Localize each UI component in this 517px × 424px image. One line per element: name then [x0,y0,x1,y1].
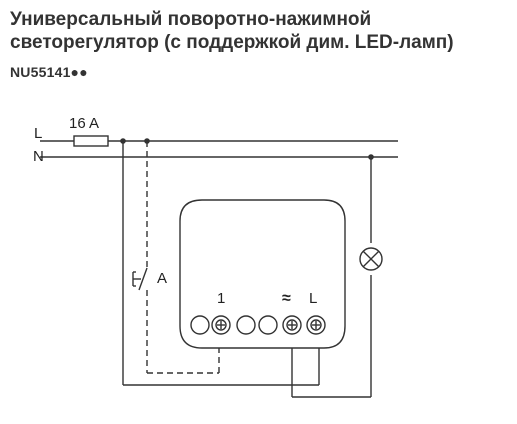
terminal-plain [258,315,278,335]
product-code: NU55141●● [10,64,88,80]
title-line-2: светорегулятор (с поддержкой дим. LED-ла… [10,32,454,53]
screw-terminal-icon [306,315,326,335]
lamp-cross-icon [359,247,383,271]
dimmer-box [179,199,346,349]
terminal-l-label: L [309,290,317,307]
page-title: Универсальный поворотно-нажимной светоре… [10,8,515,54]
junction-dot [368,154,374,160]
fuse-symbol [73,135,109,147]
label-n: N [33,148,44,165]
dimmer-out-symbol: ≈ [282,290,291,307]
junction-dot [144,138,150,144]
junction-dot [120,138,126,144]
label-l: L [34,125,42,142]
terminal-1-label: 1 [217,290,225,307]
terminal-plain [190,315,210,335]
title-line-1: Универсальный поворотно-нажимной [10,9,372,30]
extension-label: A [157,270,167,287]
push-button-icon [132,267,148,291]
screw-terminal-icon [282,315,302,335]
fuse-rating: 16 A [69,115,99,132]
terminal-plain [236,315,256,335]
screw-terminal-icon [211,315,231,335]
extension-circuit [146,141,220,374]
